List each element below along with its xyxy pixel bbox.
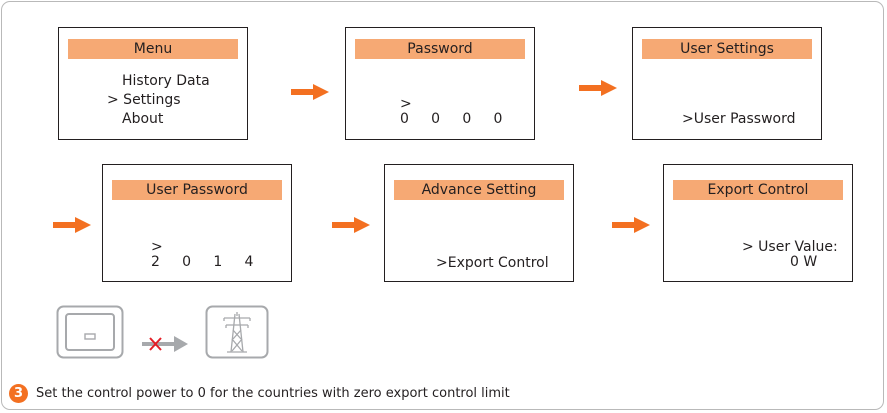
arrow-icon	[612, 217, 650, 233]
power-tower-icon	[205, 305, 269, 359]
menu-item-user-password: >User Password	[682, 111, 796, 127]
blocked-arrow-icon	[142, 336, 188, 352]
step-caption: Set the control power to 0 for the count…	[36, 386, 510, 401]
password-digits: 0 0 0 0	[400, 111, 503, 127]
screen-advance-setting: Advance Setting >Export Control	[384, 164, 574, 282]
screen-export-control: Export Control > User Value: 0 W	[663, 164, 853, 282]
screen-title: Password	[355, 39, 525, 59]
cursor-marker: >	[151, 239, 163, 255]
menu-item-history-data: History Data	[122, 73, 210, 89]
user-value-label: > User Value:	[742, 239, 838, 255]
cursor-marker: >	[400, 96, 412, 112]
arrow-icon	[53, 217, 91, 233]
arrow-icon	[332, 217, 370, 233]
menu-item-about: About	[122, 111, 164, 127]
screen-user-password: User Password > 2 0 1 4	[102, 164, 292, 282]
menu-item-export-control: >Export Control	[436, 255, 549, 271]
screen-password: Password > 0 0 0 0	[345, 27, 535, 140]
arrow-icon	[579, 80, 617, 96]
screen-title: Menu	[68, 39, 238, 59]
inverter-icon	[56, 305, 124, 359]
screen-user-settings: User Settings >User Password	[632, 27, 822, 140]
screen-title: Advance Setting	[394, 180, 564, 200]
password-digits: 2 0 1 4	[151, 254, 254, 270]
step-number-badge: 3	[9, 384, 28, 403]
screen-title: User Settings	[642, 39, 812, 59]
screen-title: Export Control	[673, 180, 843, 200]
screen-menu: Menu History Data > Settings About	[58, 27, 248, 140]
menu-item-settings: > Settings	[107, 92, 181, 108]
user-value: 0 W	[790, 254, 818, 270]
screen-title: User Password	[112, 180, 282, 200]
arrow-icon	[291, 84, 329, 100]
